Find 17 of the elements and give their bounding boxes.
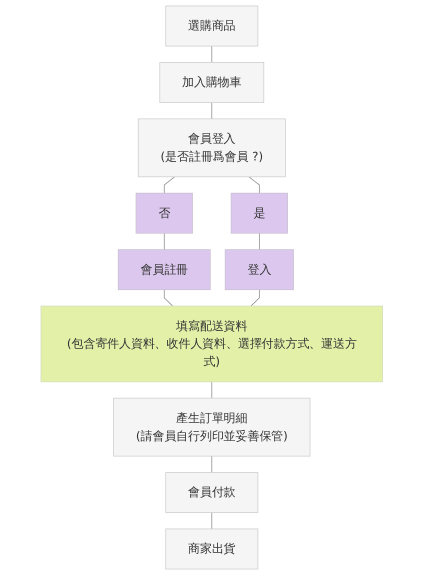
connector (250, 289, 260, 306)
node-box: 否 (136, 192, 194, 234)
node-box: 會員登入 (是否註冊爲會員 ?) (138, 118, 286, 178)
connector (259, 232, 260, 250)
connector (164, 232, 165, 250)
connector (164, 289, 174, 306)
connector (248, 176, 260, 194)
node-box: 加入購物車 (160, 62, 264, 103)
connector (164, 176, 176, 194)
node-box: 產生訂單明細 (請會員自行列印並妥善保管) (113, 398, 311, 456)
node-box: 會員註冊 (118, 249, 211, 290)
node-box: 商家出貨 (166, 528, 258, 570)
node-box: 會員付款 (166, 472, 258, 513)
node-box: 選購商品 (166, 6, 258, 46)
node-box: 登入 (225, 249, 294, 290)
node-box: 是 (230, 192, 288, 234)
node-box: 填寫配送資料 (包含寄件人資料、收件人資料、選擇付款方式、運送方式) (40, 306, 384, 382)
